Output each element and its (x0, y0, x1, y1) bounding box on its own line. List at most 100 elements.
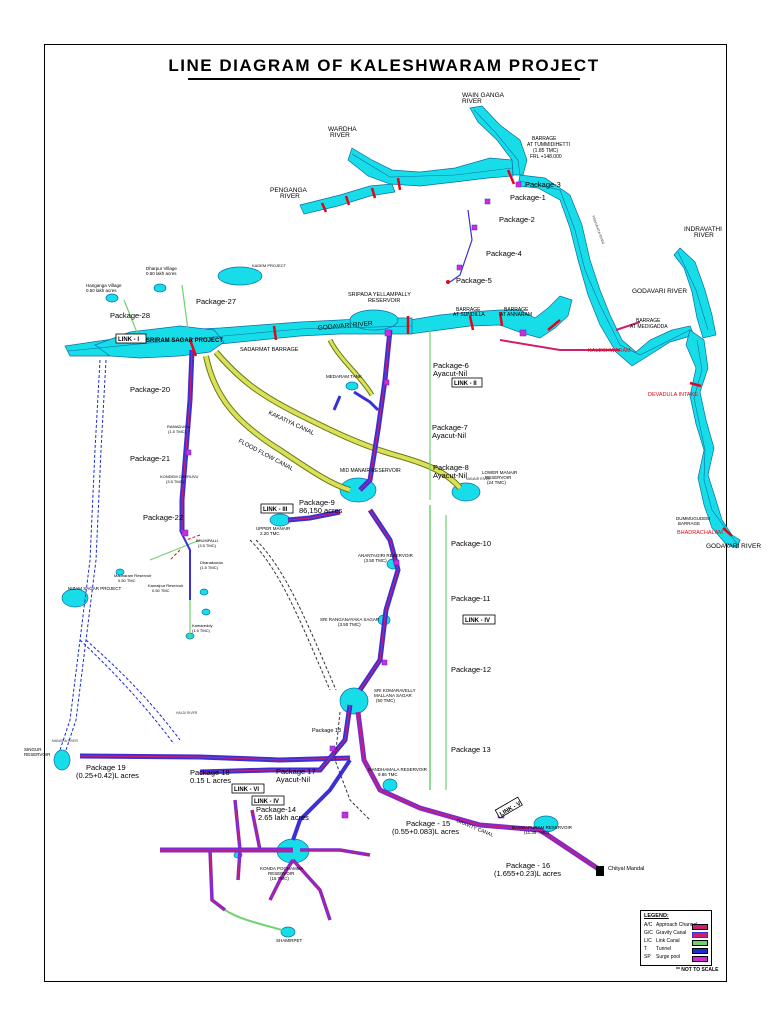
svg-text:(0.25+0.42)L acres: (0.25+0.42)L acres (76, 771, 139, 780)
legend-desc: Link Canal (656, 938, 680, 944)
svg-text:Package-10: Package-10 (451, 539, 491, 548)
svg-text:Package-7: Package-7 (432, 423, 468, 432)
konda-main (291, 758, 352, 841)
link-3: LINK - III (263, 507, 288, 513)
svg-text:KONDEM CHERUVU: KONDEM CHERUVU (160, 474, 199, 479)
svg-text:(1.655+0.23)L acres: (1.655+0.23)L acres (494, 869, 561, 878)
svg-text:RIVER: RIVER (280, 193, 300, 200)
indravathi-river (673, 247, 717, 339)
svg-text:AT TUMMIDIHETTI: AT TUMMIDIHETTI (527, 142, 570, 148)
link-4: LINK - IV (465, 618, 490, 624)
svg-text:NIZAM SAGAR PROJECT: NIZAM SAGAR PROJECT (68, 586, 122, 591)
wainganga-label: WAIN GANGA (462, 92, 505, 99)
svg-text:MALLANA SAGAR: MALLANA SAGAR (374, 693, 413, 698)
legend-key: L/C (644, 938, 652, 944)
barrage-marks (188, 169, 733, 537)
svg-text:KAKATIYA CANAL: KAKATIYA CANAL (267, 410, 315, 437)
svg-text:BARRAGE: BARRAGE (456, 307, 481, 313)
svg-text:KONDA POCHAMMA: KONDA POCHAMMA (260, 866, 304, 871)
link-1: LINK - I (118, 337, 139, 343)
svg-text:Package - 16: Package - 16 (506, 861, 550, 870)
svg-text:(50 TMC): (50 TMC) (376, 698, 395, 703)
svg-text:AT ANNARAM: AT ANNARAM (500, 312, 532, 318)
svg-text:SRIPADA YELLAMPALLY: SRIPADA YELLAMPALLY (348, 292, 411, 298)
barrage-labels: BARRAGE AT TUMMIDIHETTI (1.85 TMC) FRL +… (240, 136, 723, 536)
svg-text:AT SUNDILLA: AT SUNDILLA (453, 312, 485, 318)
package-labels: Package-3 Package-1 Package-2 Package-4 … (76, 180, 561, 878)
svg-text:BARRAGE: BARRAGE (504, 307, 529, 313)
pranahita-river (517, 174, 695, 367)
svg-text:BASWAPURAM RESERVOIR: BASWAPURAM RESERVOIR (512, 825, 573, 830)
svg-text:Package 18: Package 18 (190, 768, 230, 777)
svg-text:(1.5 TMC): (1.5 TMC) (192, 628, 211, 633)
svg-text:Package-4: Package-4 (486, 249, 522, 258)
svg-text:Package 19: Package 19 (86, 763, 126, 772)
svg-text:Package-3: Package-3 (525, 180, 561, 189)
svg-text:RESERVOIR: RESERVOIR (485, 475, 512, 480)
svg-text:BHUMPALLI: BHUMPALLI (196, 538, 218, 543)
manair-label: MANAIR RIVER (466, 477, 491, 481)
svg-text:(11.39 TMC): (11.39 TMC) (524, 830, 549, 835)
svg-text:KADEM PROJECT: KADEM PROJECT (252, 263, 287, 268)
svg-text:Package-11: Package-11 (451, 594, 490, 603)
river-labels: WAIN GANGA RIVER WARDHA RIVER PENGANGA R… (52, 92, 761, 743)
svg-text:GANDHAMALA RESERVOIR: GANDHAMALA RESERVOIR (368, 767, 428, 772)
godavari-mid-label: GODAVARI RIVER (318, 320, 374, 332)
komaravelly-reservoir (339, 687, 369, 715)
legend-item: G/C Gravity Canal (644, 930, 708, 938)
svg-text:Package-5: Package-5 (456, 276, 492, 285)
svg-text:Ayacut-Nil: Ayacut-Nil (432, 431, 466, 440)
svg-text:RIVER: RIVER (694, 232, 714, 239)
wardha-river (347, 147, 514, 187)
svg-text:Dharpur Village: Dharpur Village (146, 266, 177, 271)
svg-text:(3.5 TMC): (3.5 TMC) (198, 543, 217, 548)
svg-text:(1.85 TMC): (1.85 TMC) (533, 148, 559, 154)
svg-text:RIVER: RIVER (330, 132, 350, 139)
svg-text:LOWER MANAIR: LOWER MANAIR (482, 470, 518, 475)
svg-text:Kamalpur Reservoir: Kamalpur Reservoir (148, 583, 184, 588)
legend-desc: Approach Channel (656, 922, 698, 928)
svg-text:SADARMAT BARRAGE: SADARMAT BARRAGE (240, 347, 299, 353)
svg-text:RESERVOIR: RESERVOIR (268, 871, 295, 876)
svg-text:RAMADUGU: RAMADUGU (167, 424, 190, 429)
legend-key: A/C (644, 922, 653, 928)
hanganga-reservoir (105, 293, 119, 303)
small-res-1 (115, 568, 125, 576)
svg-text:Madharam Reservoir: Madharam Reservoir (114, 573, 152, 578)
svg-text:(3.50 TMC): (3.50 TMC) (338, 622, 361, 627)
svg-text:DUMMUGUDEM: DUMMUGUDEM (676, 516, 710, 521)
svg-text:FRL +148.000: FRL +148.000 (530, 154, 562, 160)
svg-text:Hanganga Village: Hanganga Village (86, 283, 122, 288)
upper-manair-reservoir (269, 513, 291, 527)
svg-text:RIVER: RIVER (462, 98, 482, 105)
svg-text:Package-20: Package-20 (130, 385, 170, 394)
svg-text:(24 TMC): (24 TMC) (487, 480, 506, 485)
link-boxes: LINK - I LINK - II LINK - III LINK - IV … (115, 333, 523, 819)
svg-text:SINGUR: SINGUR (24, 747, 42, 752)
svg-text:(0.55+0.083)L acres: (0.55+0.083)L acres (392, 827, 459, 836)
legend-desc: Surge pool (656, 954, 681, 960)
legend-swatch (692, 948, 708, 954)
legend-key: G/C (644, 930, 653, 936)
svg-text:0.15 L acres: 0.15 L acres (190, 776, 231, 785)
svg-text:Package-2: Package-2 (499, 215, 535, 224)
svg-text:KALESHWARAM: KALESHWARAM (588, 348, 631, 354)
legend-item: SP Surge pool (644, 954, 708, 962)
svg-text:Ayacut-Nil: Ayacut-Nil (433, 471, 467, 480)
diagram-title: LINE DIAGRAM OF KALESHWARAM PROJECT (168, 56, 600, 75)
manjira-label: MANJIRA RIVER (52, 739, 79, 743)
svg-text:SRI KOMARAVELLY: SRI KOMARAVELLY (374, 688, 416, 693)
medaram-tank (345, 381, 359, 391)
legend-key: SP (644, 954, 651, 960)
svg-text:Package-12: Package-12 (451, 665, 491, 674)
svg-text:Chityal Mandal: Chityal Mandal (608, 866, 644, 872)
svg-text:Ayacut-Nil: Ayacut-Nil (433, 369, 467, 378)
meda-links (353, 390, 380, 412)
link-6: LINK - VI (234, 787, 259, 793)
svg-text:BHADRACHALAM: BHADRACHALAM (677, 530, 723, 536)
kadem-reservoir (217, 266, 263, 286)
svg-text:Dhanakonda: Dhanakonda (200, 560, 223, 565)
svg-text:0.50 lakh acres: 0.50 lakh acres (86, 288, 117, 293)
godavari-middle (409, 295, 573, 339)
legend: LEGEND: A/C Approach Channel G/C Gravity… (640, 910, 712, 966)
